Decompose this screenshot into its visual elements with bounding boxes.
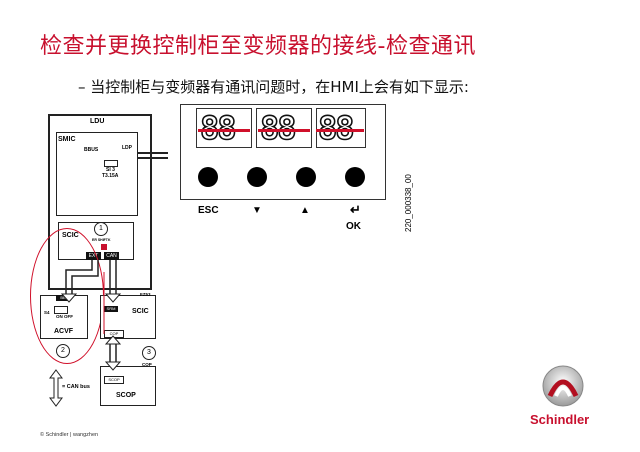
enter-button[interactable] (345, 167, 365, 187)
scic2-box (100, 295, 156, 339)
can-port: CAN (104, 252, 119, 260)
segment-digits-2: 88 (259, 109, 297, 147)
smic-label: SMIC (58, 136, 76, 143)
segment-display-2 (256, 108, 312, 148)
scic2-label: SCIC (132, 308, 149, 315)
ok-label: OK (346, 221, 361, 232)
down-arrow-icon: ▼ (252, 205, 262, 216)
scop-label: SCOP (116, 392, 136, 399)
esc-label: ESC (198, 205, 219, 216)
smic-box (56, 132, 138, 216)
scic2-header: SRM (104, 306, 118, 312)
ldu-label: LDU (90, 118, 105, 125)
down-button[interactable] (247, 167, 267, 187)
can-bus-legend-icon (49, 369, 63, 407)
ext-indicator-icon (101, 244, 107, 250)
error-strike-3 (316, 129, 364, 132)
segment-digits-1: 88 (199, 109, 237, 147)
error-strike-1 (198, 129, 250, 132)
bullet-text: – 当控制柜与变频器有通讯问题时，在HMI上会有如下显示: (78, 78, 469, 96)
scop-box (100, 366, 156, 406)
fuse-icon (104, 160, 118, 167)
scic2-tag: FZ53 (140, 292, 151, 297)
can-cable-arrows (60, 260, 122, 371)
up-arrow-icon: ▲ (300, 205, 310, 216)
si-label: SI 3 (106, 167, 115, 173)
figure-code: 220_000338_00 (404, 174, 413, 232)
ldp-line (138, 157, 168, 159)
esc-button[interactable] (198, 167, 218, 187)
segment-digits-3: 88 (317, 109, 355, 147)
page-title: 检查并更换控制柜至变频器的接线-检查通讯 (40, 34, 476, 59)
up-button[interactable] (296, 167, 316, 187)
scop-port: SCOP (104, 376, 124, 384)
scic-small-label: ER SHIFTK (92, 238, 111, 242)
segment-display-1 (196, 108, 252, 148)
enter-icon: ↵ (350, 202, 361, 217)
brand-name: Schindler (530, 412, 590, 427)
ldp-line (138, 152, 168, 154)
footer-copyright: © Schindler | wangzhen (40, 432, 99, 438)
circle-3: 3 (142, 346, 156, 360)
error-strike-2 (258, 129, 310, 132)
circle-1: 1 (94, 222, 108, 236)
can-bus-legend: = CAN bus (62, 384, 90, 390)
fuse-label: T3.15A (102, 173, 119, 179)
bbus-label: BBUS (84, 147, 99, 153)
ldp-label: LDP (122, 145, 132, 151)
segment-display-3 (316, 108, 366, 148)
schindler-logo-icon (542, 365, 584, 407)
cop-tag: COP (142, 362, 152, 367)
